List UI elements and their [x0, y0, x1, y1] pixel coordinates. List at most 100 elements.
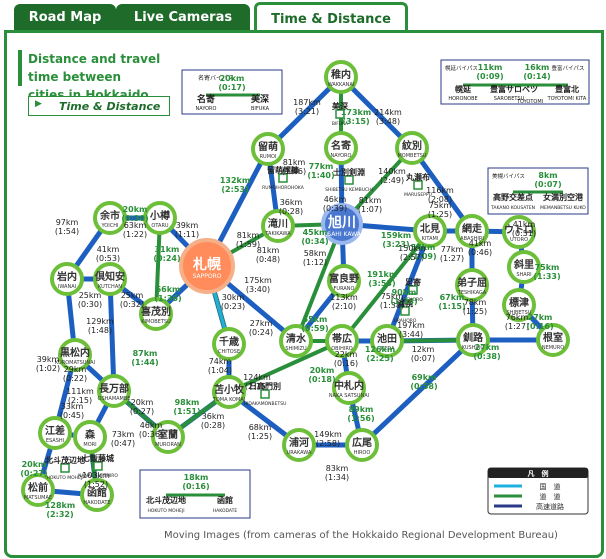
inset-town-en: MEMANBETSU KUKO — [540, 205, 586, 211]
city-circle — [58, 338, 92, 372]
travel-time: (0:24) — [153, 254, 180, 263]
distance-km: 111km — [66, 387, 94, 396]
city-name-jp: 江差 — [45, 424, 65, 437]
city-name-en: MORI — [83, 442, 96, 448]
city-name-jp: 森 — [84, 428, 96, 441]
city-name-en: UTORO — [510, 237, 528, 243]
distance-label: 69km(0:58) — [410, 373, 437, 391]
travel-time: (3:23) — [382, 240, 409, 249]
distance-km: 81km — [359, 196, 382, 205]
prefectural-road-segment — [340, 229, 432, 343]
inset-town-jp: 高野交差点 — [493, 192, 533, 202]
town-square — [60, 463, 70, 473]
travel-time: (1:44) — [131, 358, 158, 367]
city-circle — [179, 238, 235, 294]
travel-time: (1:11) — [175, 230, 199, 239]
national-road-segment — [359, 337, 476, 448]
city-circle — [502, 288, 536, 322]
city-circle — [536, 323, 570, 357]
town-square — [400, 306, 410, 316]
town-name-jp: 士別剣淵 — [333, 167, 365, 177]
city-name-en: HAKODATE — [83, 500, 110, 506]
travel-time: (1:34) — [325, 473, 349, 482]
distance-km: 97km — [56, 218, 79, 227]
city-name-en: ABASHIRI — [460, 236, 484, 242]
distance-km: 22km — [335, 350, 358, 359]
tab-time-distance[interactable]: Time & Distance — [254, 2, 408, 33]
inset-box — [440, 59, 590, 105]
distance-km: 187km — [293, 98, 321, 107]
city-name-jp: 広尾 — [352, 436, 372, 449]
distance-km: 75km — [429, 201, 452, 210]
inset-town-jp: 函館 — [217, 495, 233, 505]
time-distance-button[interactable]: ▶ Time & Distance — [28, 96, 170, 116]
distance-label: 97km(1:54) — [55, 218, 79, 236]
travel-time: (1:59) — [236, 240, 260, 249]
city-circle — [93, 201, 127, 235]
town-square — [278, 173, 288, 183]
travel-time: (0:36) — [139, 430, 163, 439]
distance-label: 75km(1:33) — [533, 263, 560, 281]
inset-time: (0:09) — [476, 72, 503, 81]
city-circle — [38, 416, 72, 450]
travel-time: (1:56) — [347, 414, 374, 423]
inset-box — [181, 69, 283, 115]
travel-time: (0:48) — [256, 255, 280, 264]
tab-live-cameras[interactable]: Live Cameras — [116, 4, 250, 30]
distance-km: 87km — [133, 349, 158, 358]
distance-label: 140km(2:49) — [378, 167, 406, 185]
travel-time: (1:46) — [282, 167, 306, 176]
travel-time: (0:22) — [63, 374, 87, 383]
town-square — [413, 180, 423, 190]
city-name-jp: 苫小牧 — [214, 383, 245, 396]
town-name-jp: 日高門別 — [249, 381, 281, 391]
travel-time: (0:39) — [323, 204, 347, 213]
distance-label: 103km(1:52) — [82, 471, 110, 489]
city-name-jp: 紋別 — [402, 139, 422, 152]
city-name-jp: 岩内 — [56, 270, 77, 283]
distance-label: 89km(1:56) — [347, 405, 374, 423]
inset-town-en: TAKANO KOUSATEN — [490, 205, 535, 211]
city-name-en: TESHIKAGA — [457, 290, 487, 296]
inset-town-jp: 幌延 — [455, 84, 472, 94]
tab-road-map[interactable]: Road Map — [14, 4, 116, 30]
